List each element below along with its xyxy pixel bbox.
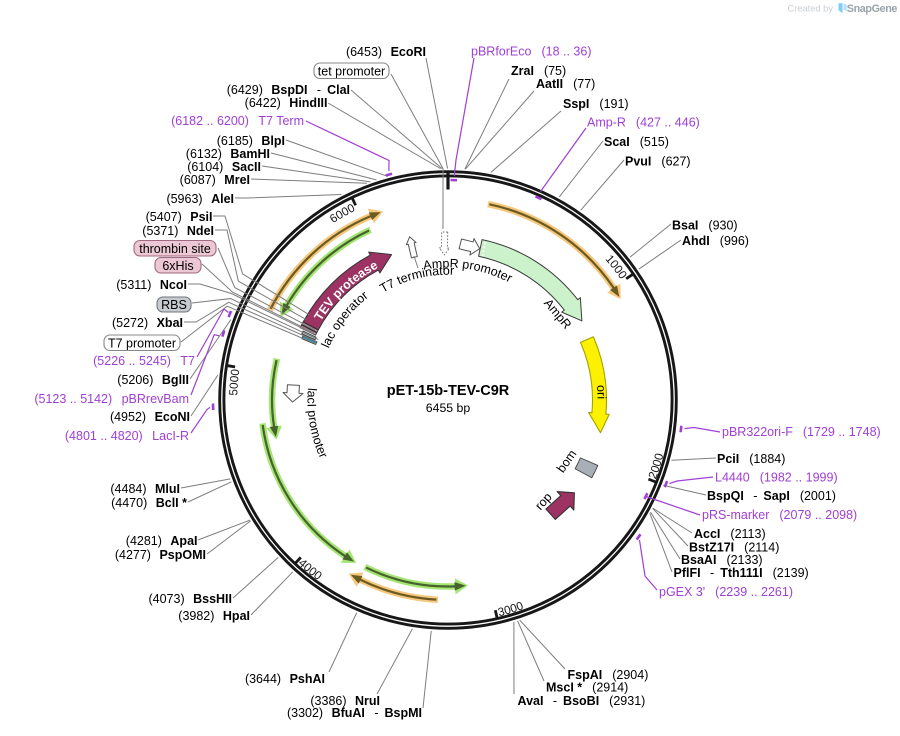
svg-text:SnapGene: SnapGene — [847, 3, 898, 15]
svg-text:AvaI - BsoBI (2931): AvaI - BsoBI (2931) — [518, 694, 646, 708]
svg-text:Amp-R (427 .. 446): Amp-R (427 .. 446) — [587, 116, 700, 130]
svg-text:AccI (2113): AccI (2113) — [694, 527, 766, 541]
svg-text:(6453) EcoRI: (6453) EcoRI — [346, 45, 426, 59]
svg-text:ZraI (75): ZraI (75) — [511, 64, 566, 78]
svg-text:BspQI - SapI (2001): BspQI - SapI (2001) — [707, 489, 836, 503]
svg-text:(5272) XbaI: (5272) XbaI — [112, 316, 183, 330]
svg-text:(6429) BspDI - ClaI: (6429) BspDI - ClaI — [227, 83, 350, 97]
svg-text:thrombin site: thrombin site — [139, 242, 211, 256]
svg-text:(4484) MluI: (4484) MluI — [110, 482, 180, 496]
svg-text:(6182 .. 6200) T7 Term: (6182 .. 6200) T7 Term — [171, 114, 304, 128]
svg-text:pBRforEco (18 .. 36): pBRforEco (18 .. 36) — [471, 45, 591, 59]
svg-text:(6104) SacII: (6104) SacII — [187, 160, 261, 174]
svg-text:(5226 .. 5245) T7: (5226 .. 5245) T7 — [93, 354, 195, 368]
svg-text:pBR322ori-F (1729 .. 1748): pBR322ori-F (1729 .. 1748) — [722, 425, 881, 439]
svg-text:(5407) PsiI: (5407) PsiI — [146, 210, 213, 224]
svg-text:(4470) BclI *: (4470) BclI * — [111, 496, 187, 510]
svg-text:(3302) BfuAI - BspMI: (3302) BfuAI - BspMI — [287, 706, 422, 720]
svg-text:AhdI (996): AhdI (996) — [682, 234, 749, 248]
svg-text:pGEX 3' (2239 .. 2261): pGEX 3' (2239 .. 2261) — [659, 585, 793, 599]
svg-text:(3982) HpaI: (3982) HpaI — [178, 609, 250, 623]
svg-text:(4952) EcoNI: (4952) EcoNI — [110, 410, 190, 424]
svg-text:MscI * (2914): MscI * (2914) — [546, 681, 628, 695]
svg-text:AatII (77): AatII (77) — [536, 77, 595, 91]
svg-text:(5371) NdeI: (5371) NdeI — [142, 224, 214, 238]
svg-text:6xHis: 6xHis — [162, 259, 193, 273]
svg-text:ScaI (515): ScaI (515) — [604, 135, 669, 149]
svg-text:(4281) ApaI: (4281) ApaI — [126, 534, 198, 548]
svg-text:Created by: Created by — [788, 4, 834, 14]
svg-text:T7 promoter: T7 promoter — [108, 336, 176, 350]
svg-text:(4277) PspOMI: (4277) PspOMI — [115, 548, 206, 562]
svg-text:(5123 .. 5142) pBRrevBam: (5123 .. 5142) pBRrevBam — [34, 392, 189, 406]
svg-text:tet promoter: tet promoter — [318, 64, 385, 78]
svg-text:PflFI - Tth111I (2139): PflFI - Tth111I (2139) — [674, 566, 809, 580]
svg-text:L4440 (1982 .. 1999): L4440 (1982 .. 1999) — [715, 471, 838, 485]
svg-text:PciI (1884): PciI (1884) — [717, 452, 785, 466]
svg-text:BsaI (930): BsaI (930) — [672, 219, 738, 233]
svg-text:pET-15b-TEV-C9R: pET-15b-TEV-C9R — [387, 383, 510, 399]
svg-text:(5206) BglII: (5206) BglII — [117, 373, 189, 387]
svg-text:6455 bp: 6455 bp — [426, 401, 471, 415]
svg-text:(4801 .. 4820) LacI-R: (4801 .. 4820) LacI-R — [65, 429, 189, 443]
svg-text:PvuI (627): PvuI (627) — [625, 155, 691, 169]
svg-text:pRS-marker (2079 .. 2098): pRS-marker (2079 .. 2098) — [702, 508, 857, 522]
svg-text:SspI (191): SspI (191) — [563, 97, 629, 111]
svg-text:(6185) BlpI: (6185) BlpI — [217, 134, 285, 148]
svg-text:(6422) HindIII: (6422) HindIII — [245, 96, 328, 110]
svg-text:(6132) BamHI: (6132) BamHI — [186, 147, 270, 161]
svg-text:(4073) BssHII: (4073) BssHII — [148, 592, 232, 606]
svg-text:(5311) NcoI: (5311) NcoI — [116, 278, 187, 292]
svg-text:(5963) AleI: (5963) AleI — [166, 192, 234, 206]
svg-text:(6087) MreI: (6087) MreI — [180, 173, 250, 187]
svg-text:RBS: RBS — [161, 298, 187, 312]
svg-text:(3644) PshAI: (3644) PshAI — [245, 672, 325, 686]
svg-text:BsaAI (2133): BsaAI (2133) — [681, 553, 763, 567]
